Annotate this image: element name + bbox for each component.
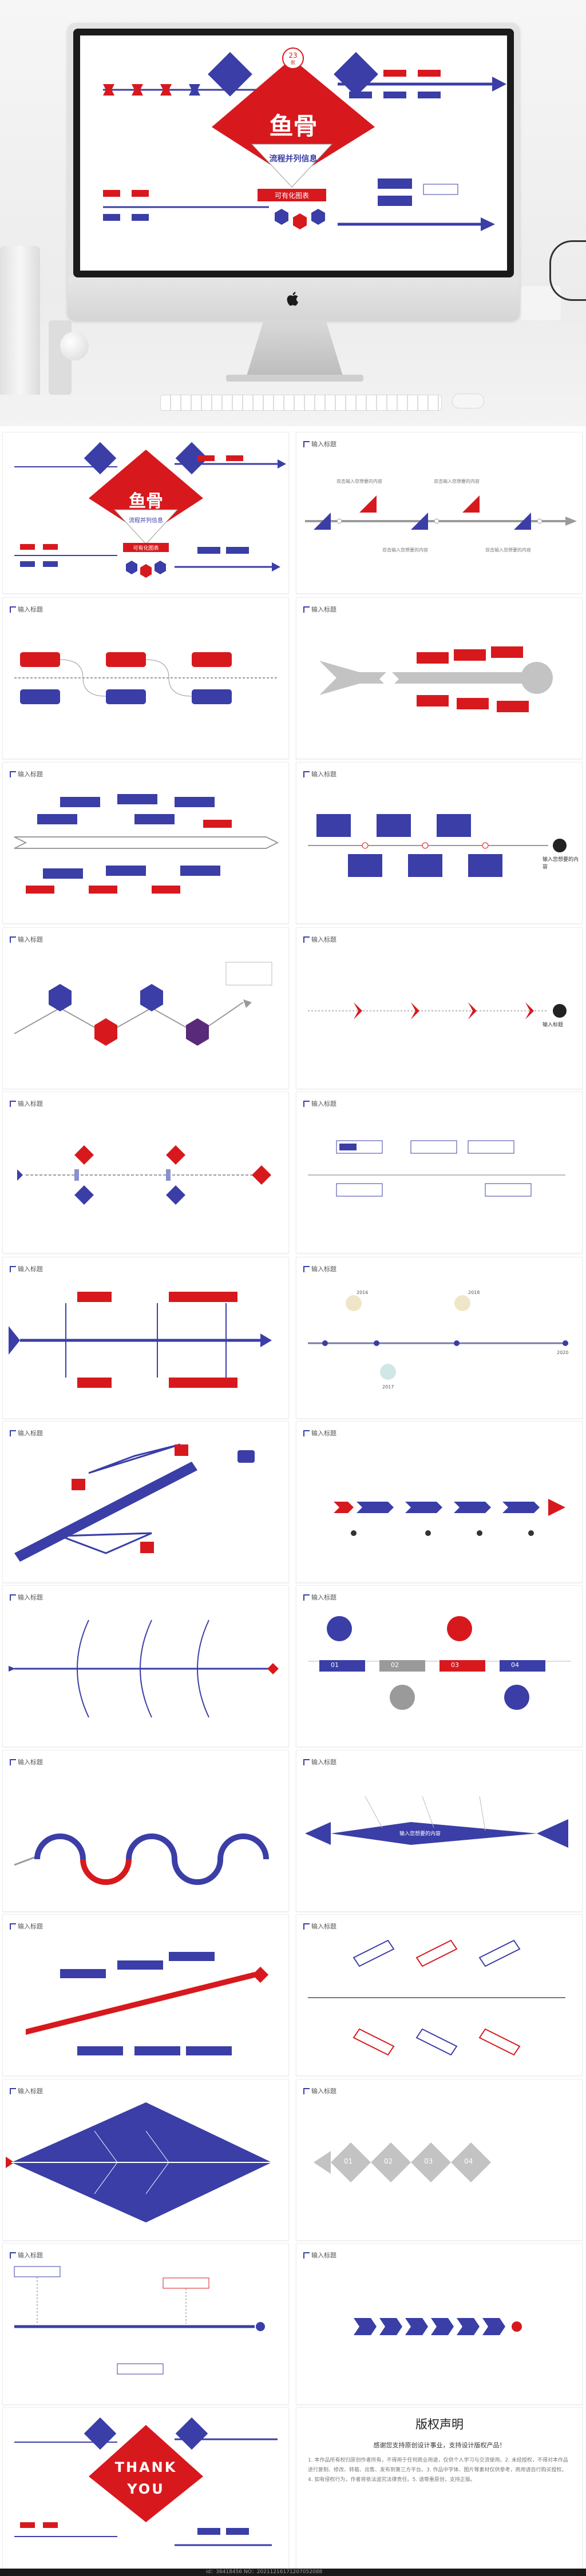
slide-2-heading: 输入标题	[303, 440, 336, 448]
kettle-decoration	[549, 240, 586, 301]
year-label: 2016	[357, 1290, 369, 1295]
slide-7-heading: 输入标题	[10, 936, 43, 943]
slide-cover-subtitle: 流程并列信息	[129, 518, 163, 524]
slide-2-text: 双击输入您想要的内容	[336, 479, 382, 484]
cover-number: 23	[288, 51, 298, 59]
step-number: 03	[424, 2157, 433, 2165]
step-number: 02	[384, 2157, 393, 2165]
monitor-stand-base	[226, 375, 363, 382]
slide-8-end-label: 输入标题	[543, 1022, 564, 1028]
monitor-stand	[246, 320, 343, 378]
slide-8-heading: 输入标题	[303, 936, 336, 943]
slide-12-heading: 输入标题	[303, 1265, 336, 1273]
slide-18-heading: 输入标题	[303, 1759, 336, 1766]
slide-6-end-label: 输入您想要的内容	[543, 857, 579, 870]
cover-number-suffix: 款	[291, 60, 295, 65]
slide-11-heading: 输入标题	[10, 1265, 43, 1273]
slide-17-heading: 输入标题	[10, 1759, 43, 1766]
monitor-bezel: 鱼骨 流程并列信息 可有化图表 23 款	[73, 29, 514, 277]
cover-title: 鱼骨	[269, 112, 318, 140]
slide-4[interactable]: 输入标题	[296, 597, 583, 759]
slide-18[interactable]: 输入标题 输入您想要的内容	[296, 1750, 583, 1912]
cover-graphic	[103, 47, 506, 231]
cover-subtitle: 流程并列信息	[269, 154, 318, 164]
slide-21[interactable]: 输入标题	[2, 2079, 289, 2241]
slide-15-heading: 输入标题	[10, 1594, 43, 1601]
monitor-screen: 鱼骨 流程并列信息 可有化图表 23 款	[80, 35, 507, 271]
slide-5[interactable]: 输入标题	[2, 762, 289, 924]
keyboard	[160, 395, 442, 411]
slide-5-heading: 输入标题	[10, 771, 43, 778]
slide-17[interactable]: 输入标题	[2, 1750, 289, 1912]
slide-20-heading: 输入标题	[303, 1923, 336, 1930]
slide-24[interactable]: 输入标题	[296, 2243, 583, 2405]
slide-13-heading: 输入标题	[10, 1430, 43, 1437]
slide-10[interactable]: 输入标题	[296, 1091, 583, 1253]
cover-tagline: 可有化图表	[274, 192, 309, 200]
slide-9[interactable]: 输入标题	[2, 1091, 289, 1253]
slide-20[interactable]: 输入标题	[296, 1914, 583, 2076]
ball-decoration	[60, 332, 89, 360]
slide-6-heading: 输入标题	[303, 771, 336, 778]
slide-7[interactable]: 输入标题	[2, 927, 289, 1089]
slide-22[interactable]: 输入标题 01 02 03 04	[296, 2079, 583, 2241]
slide-2-text: 双击输入您想要的内容	[434, 479, 480, 484]
slide-19[interactable]: 输入标题	[2, 1914, 289, 2076]
slide-cover[interactable]: 鱼骨 流程并列信息 可有化图表	[2, 432, 289, 594]
slide-3[interactable]: 输入标题	[2, 597, 289, 759]
slide-10-heading: 输入标题	[303, 1100, 336, 1108]
slide-2-text: 双击输入您想要的内容	[485, 547, 531, 553]
slide-2[interactable]: 输入标题 双击输入您想要的内容 双击输入您想要的内容 双击输入您想要的内容 双击…	[296, 432, 583, 594]
slide-16-heading: 输入标题	[303, 1594, 336, 1601]
slide-thanks[interactable]: THANK YOU	[2, 2407, 289, 2569]
footer-id-text: id：36418456 NO：20211216171207052088	[206, 2569, 323, 2575]
thanks-line-2: YOU	[127, 2481, 165, 2497]
copyright-lead: 感谢您支持原创设计事业，支持设计版权产品！	[373, 2442, 506, 2449]
slide-14-heading: 输入标题	[303, 1430, 336, 1437]
slide-4-heading: 输入标题	[303, 606, 336, 613]
year-label: 2020	[557, 1350, 569, 1355]
slide-8[interactable]: 输入标题 输入标题	[296, 927, 583, 1089]
slide-22-heading: 输入标题	[303, 2087, 336, 2095]
watermark-footer: id：36418456 NO：20211216171207052088	[0, 2569, 586, 2576]
copyright-body: 1. 本作品所有权归原创作者所有，不得用于任何商业用途，仅供个人学习与交流使用。…	[308, 2458, 568, 2483]
step-number: 03	[451, 1661, 459, 1669]
step-number: 01	[331, 1661, 339, 1669]
vase-decoration	[0, 246, 40, 395]
slide-24-heading: 输入标题	[303, 2252, 336, 2259]
slide-23[interactable]: 输入标题	[2, 2243, 289, 2405]
slide-16[interactable]: 输入标题 01 02 03 04	[296, 1585, 583, 1747]
year-label: 2018	[468, 1290, 480, 1295]
slide-copyright[interactable]: 版权声明 感谢您支持原创设计事业，支持设计版权产品！ 1. 本作品所有权归原创作…	[296, 2407, 583, 2569]
copyright-title: 版权声明	[415, 2418, 464, 2431]
slide-13[interactable]: 输入标题	[2, 1421, 289, 1583]
step-number: 02	[391, 1661, 399, 1669]
slide-2-text: 双击输入您想要的内容	[382, 547, 428, 553]
slide-9-heading: 输入标题	[10, 1100, 43, 1108]
hero-mockup: 鱼骨 流程并列信息 可有化图表 23 款	[0, 0, 586, 426]
mouse	[452, 394, 484, 408]
slide-6[interactable]: 输入标题 输入您想要的内容	[296, 762, 583, 924]
step-number: 04	[511, 1661, 519, 1669]
slide-cover-title: 鱼骨	[129, 491, 163, 511]
slide-21-heading: 输入标题	[10, 2087, 43, 2095]
step-number: 04	[464, 2157, 473, 2165]
slide-14[interactable]: 输入标题	[296, 1421, 583, 1583]
slide-23-heading: 输入标题	[10, 2252, 43, 2259]
thanks-line-1: THANK	[114, 2459, 177, 2475]
slide-18-center-label: 输入您想要的内容	[399, 1831, 441, 1837]
slide-19-heading: 输入标题	[10, 1923, 43, 1930]
imac-monitor: 鱼骨 流程并列信息 可有化图表 23 款	[68, 23, 520, 320]
slide-cover-tagline: 可有化图表	[133, 546, 159, 551]
slide-11[interactable]: 输入标题	[2, 1257, 289, 1419]
year-label: 2017	[382, 1384, 394, 1390]
apple-logo-icon	[287, 292, 299, 306]
step-number: 01	[344, 2157, 353, 2165]
monitor-chin	[68, 277, 520, 320]
slide-3-heading: 输入标题	[10, 606, 43, 613]
slide-12[interactable]: 输入标题 2016 2018 2020 2017	[296, 1257, 583, 1419]
slide-15[interactable]: 输入标题	[2, 1585, 289, 1747]
